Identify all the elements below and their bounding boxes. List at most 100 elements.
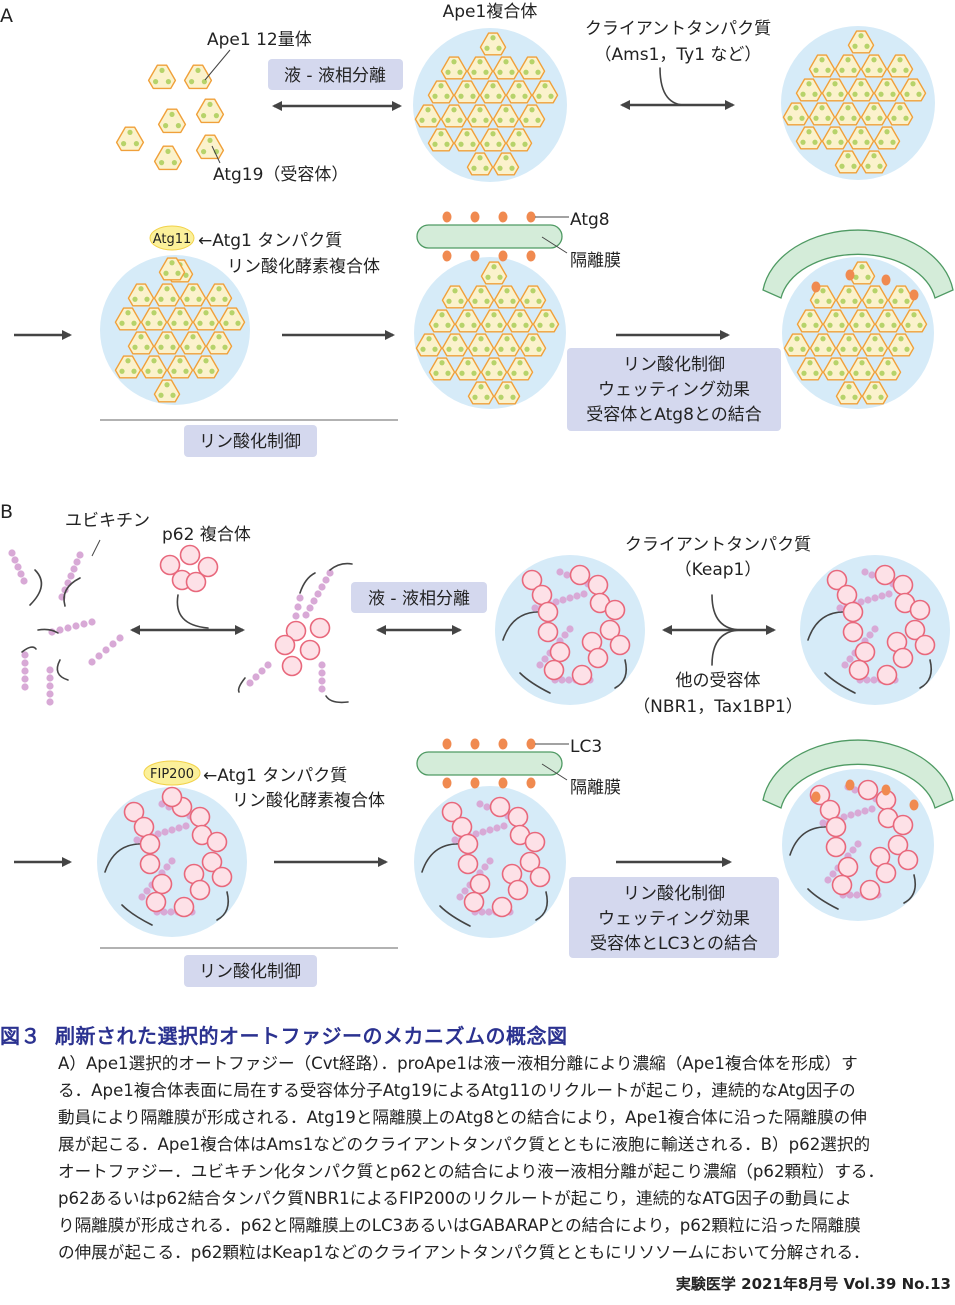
ubiquitin-bead	[476, 800, 484, 808]
p62-particle	[457, 833, 479, 855]
diagram-shapes	[8, 26, 954, 938]
protein-fiber	[535, 891, 549, 921]
ape1-dodecamer	[874, 309, 902, 333]
ubiquitin-bead	[841, 661, 849, 669]
atg19-dot	[459, 322, 465, 328]
p62-particle	[587, 647, 609, 669]
p62-particle	[892, 647, 914, 669]
atg19-dot	[223, 320, 229, 326]
atg19-dot	[444, 93, 450, 99]
atg19-dot	[879, 370, 885, 376]
atg19-dot	[433, 322, 439, 328]
atg19-dot	[878, 346, 884, 352]
ape1-dodecamer	[153, 331, 181, 355]
ape1-dodecamer	[454, 309, 482, 333]
atg19-dot	[504, 336, 510, 342]
protein-fiber	[919, 659, 933, 689]
leader-line	[204, 49, 231, 81]
ape1-dodecamer	[441, 333, 469, 357]
atg19-dot	[529, 107, 535, 113]
atg19-dot	[503, 155, 509, 161]
atg19-dot	[497, 117, 503, 123]
ape1-dodecamer	[114, 355, 142, 379]
ape1-dodecamer	[873, 126, 901, 150]
ubiquitin-bead	[306, 604, 314, 612]
atg8-dot	[845, 779, 855, 791]
atg19-dot	[851, 67, 857, 73]
atg19-dot	[840, 394, 846, 400]
ubiquitin-bead	[479, 828, 487, 836]
atg19-dot	[459, 370, 465, 376]
atg19-dot	[872, 336, 878, 342]
ubiquitin-bead	[561, 631, 569, 639]
atg19-dot	[445, 370, 451, 376]
label-atg1-complex-a: リン酸化酵素複合体	[227, 257, 380, 277]
protein-fiber	[237, 677, 246, 693]
atg19-dot	[522, 141, 528, 147]
atg19-dot	[431, 117, 437, 123]
atg19-dot	[207, 101, 213, 107]
protein-fiber	[824, 672, 856, 694]
atg19-dot	[826, 91, 832, 97]
atg19-dot	[852, 43, 858, 49]
atg19-dot	[827, 322, 833, 328]
ubiquitin-bead	[46, 682, 54, 690]
atg19-dot	[865, 274, 871, 280]
ubiquitin-bead	[21, 675, 29, 683]
atg19-dot	[839, 370, 845, 376]
p62-particle	[537, 621, 559, 643]
label-lc3: LC3	[570, 737, 602, 757]
ape1-dodecamer	[847, 78, 875, 102]
ape1-dodecamer	[493, 381, 521, 405]
atg19-dot	[859, 312, 865, 318]
atg19-dot	[452, 288, 458, 294]
atg19-dot	[491, 360, 497, 366]
atg19-dot	[425, 107, 431, 113]
label-llps-b: 液 - 液相分離	[368, 589, 470, 609]
atg19-dot	[177, 310, 183, 316]
p62-particle	[299, 639, 321, 661]
ubiquitin-bead	[456, 893, 464, 901]
atg19-dot	[529, 59, 535, 65]
atg19-dot	[484, 45, 490, 51]
atg19-dot	[201, 149, 207, 155]
leader-line	[541, 763, 568, 781]
atg19-dot	[478, 336, 484, 342]
atg8-dot	[470, 250, 480, 262]
atg19-dot	[458, 346, 464, 352]
ape1-dodecamer	[114, 307, 142, 331]
atg19-dot	[471, 69, 477, 75]
atg19-dot	[163, 123, 169, 129]
atg19-dot	[439, 312, 445, 318]
ubiquitin-bead	[868, 571, 876, 579]
atg19-dot	[864, 91, 870, 97]
atg19-dot	[177, 358, 183, 364]
p62-particle	[463, 891, 485, 913]
label-box-b-1: リン酸化制御	[623, 884, 725, 904]
ubiquitin-bead	[854, 809, 862, 817]
atg8-dot	[442, 777, 452, 789]
phospho-box-b	[184, 955, 317, 987]
atg19-dot	[133, 141, 139, 147]
p62-particle	[549, 641, 571, 663]
ubiquitin-bead	[258, 667, 266, 675]
atg19-dot	[483, 117, 489, 123]
label-ape1-12mer: Ape1 12量体	[207, 30, 312, 50]
ape1-dodecamer	[467, 333, 495, 357]
atg19-dot	[510, 93, 516, 99]
panel-a-letter: A	[0, 5, 13, 27]
ubiquitin-bead	[109, 640, 117, 648]
ape1-dodecamer	[795, 126, 823, 150]
ape1-dodecamer	[493, 333, 521, 357]
panel-b-letter: B	[0, 501, 13, 523]
atg19-dot	[865, 163, 871, 169]
atg19-dot	[845, 153, 851, 159]
atg19-dot	[524, 346, 530, 352]
ape1-dodecamer	[153, 379, 181, 403]
ubiquitin-bead	[846, 655, 854, 663]
atg8-dot	[470, 211, 480, 223]
p62-particle	[537, 601, 559, 623]
atg19-dot	[209, 320, 215, 326]
label-ubiquitin: ユビキチン	[65, 511, 150, 531]
p62-particle	[587, 574, 609, 596]
